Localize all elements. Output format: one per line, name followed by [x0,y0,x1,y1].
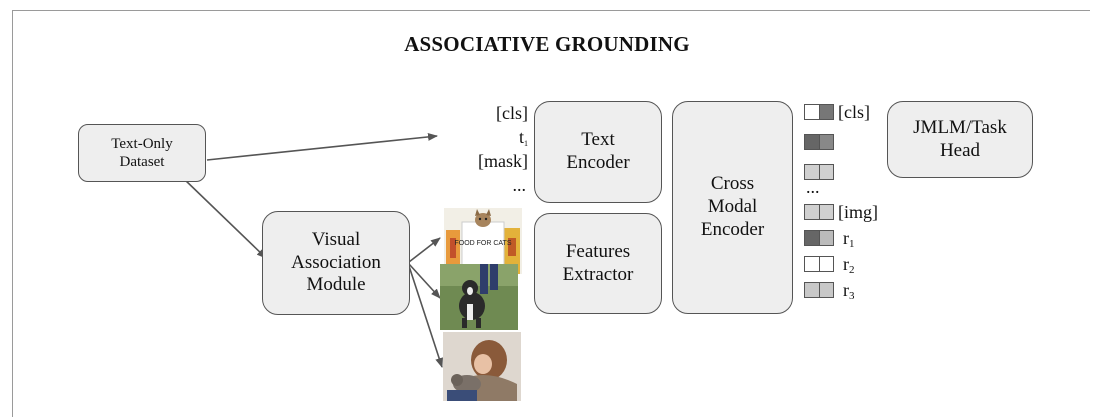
output-cls-label: [cls] [838,102,870,122]
output-token-r3 [804,282,834,298]
jmlm-task-head-box: JMLM/Task Head [887,101,1033,178]
cat-food-package-text: FOOD FOR CATS [454,240,511,247]
arrow-dataset-to-vam [182,177,267,259]
output-r3-label: r3 [843,281,855,302]
output-r1-label: r1 [843,229,855,250]
output-r3-text: r [843,280,849,300]
features-extractor-box: Features Extractor [534,213,662,314]
arrow-vam-to-image-1 [408,237,441,263]
text-encoder-box: Text Encoder [534,101,662,203]
cross-modal-encoder-box: Cross Modal Encoder [672,101,793,314]
output-token-mask [804,164,834,180]
output-r1-text: r [843,228,849,248]
token-mask-label: [mask] [478,151,528,171]
output-token-cls [804,104,834,120]
arrow-vam-to-image-3 [408,265,444,368]
girl-with-cat-image [443,332,521,401]
token-dots-label: ... [512,175,527,195]
diagram-title: ASSOCIATIVE GROUNDING [404,32,690,56]
token-t1-label: t1 [470,128,528,148]
output-r3-subscript: 3 [849,290,855,302]
output-token-r2 [804,256,834,272]
text-only-dataset-box: Text-Only Dataset [78,124,206,182]
token-t1-subscript: 1 [524,139,528,148]
output-token-r1 [804,230,834,246]
output-token-t1 [804,134,834,150]
output-img-label: [img] [838,202,878,222]
frame-top-border [12,10,1090,11]
output-token-img [804,204,834,220]
dog-image [440,264,518,330]
arrow-dataset-to-text [206,132,438,161]
output-r1-subscript: 1 [849,238,855,250]
arrow-vam-to-image-2 [408,263,441,299]
token-cls-label: [cls] [496,103,528,123]
output-dots-label: ... [806,177,820,197]
output-r2-text: r [843,254,849,274]
visual-association-module-box: Visual Association Module [262,211,410,315]
frame-left-border [12,10,13,417]
output-r2-subscript: 2 [849,264,855,276]
token-t1-text: t [518,127,524,147]
output-r2-label: r2 [843,255,855,276]
